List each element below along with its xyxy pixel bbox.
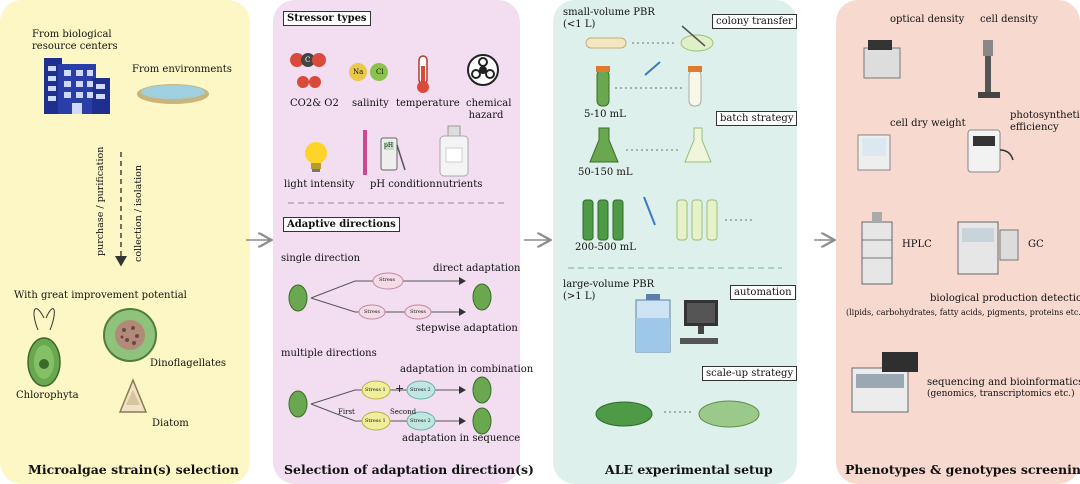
volume-50-150-label: 50-150 mL	[578, 167, 633, 178]
adaptation-combination-label: adaptation in combination	[400, 364, 534, 375]
small-pbr-label-2: (<1 L)	[563, 19, 596, 30]
biohazard-icon	[467, 54, 499, 86]
source-centers-label-1: From biological	[32, 29, 112, 40]
stress-tag-1: Stress	[379, 277, 395, 283]
large-pbr-label-2: (>1 L)	[563, 291, 596, 302]
stress-tag-3: Stress	[410, 309, 426, 315]
potential-label: With great improvement potential	[14, 290, 187, 301]
chlorophyta-label: Chlorophyta	[16, 390, 79, 401]
chemical-label-2: hazard	[468, 110, 504, 121]
panel4-title: Phenotypes & genotypes screening	[845, 462, 1080, 477]
salinity-label: salinity	[352, 98, 389, 109]
adaptation-sequence-label: adaptation in sequence	[402, 433, 521, 444]
ph-meter-icon	[363, 130, 406, 175]
dinoflagellates-icon	[103, 308, 157, 362]
chemical-label-1: chemical	[466, 98, 512, 109]
photobioreactor-icon	[635, 294, 671, 353]
automation-tag: automation	[730, 285, 796, 300]
nacl-icon	[349, 63, 388, 81]
panel1-title: Microalgae strain(s) selection	[28, 462, 239, 477]
optical-density-label: optical density	[890, 14, 965, 25]
stress1-tag-2: Stress 1	[365, 418, 386, 424]
stepwise-adaptation-label: stepwise adaptation	[416, 323, 518, 334]
single-direction-diagram	[288, 272, 492, 320]
lightbulb-icon	[305, 142, 327, 172]
second-label: Second	[390, 408, 417, 416]
cell-dry-weight-label: cell dry weight	[890, 118, 966, 129]
fluorometer-icon	[967, 129, 1014, 173]
microscope-icon	[978, 40, 1000, 98]
source-env-label: From environments	[132, 64, 232, 75]
chlorophyta-icon	[27, 308, 61, 387]
flask-icon	[589, 127, 712, 163]
panel2-title: Selection of adaptation direction(s)	[284, 462, 534, 477]
carbon-label: C	[305, 56, 311, 64]
ph-display-label: pH	[384, 142, 394, 149]
source-centers-label-2: resource centers	[32, 41, 118, 52]
stress-tag-2: Stress	[364, 309, 380, 315]
panel-ale-setup	[553, 0, 797, 484]
collection-label: collection / isolation	[133, 164, 144, 262]
nutrient-bottle-icon	[439, 125, 469, 177]
spectrophotometer-icon	[863, 40, 901, 79]
small-pbr-label-1: small-volume PBR	[563, 7, 655, 18]
dinoflagellates-label: Dinoflagellates	[150, 358, 227, 369]
ph-label: pH condition	[370, 179, 436, 190]
plus-sign: +	[395, 382, 405, 395]
balance-icon	[857, 134, 891, 171]
nutrients-label: nutrients	[436, 179, 483, 190]
gc-icon	[957, 221, 1019, 275]
cl-label: Cl	[376, 68, 384, 76]
gc-label: GC	[1028, 239, 1044, 250]
large-pbr-label-1: large-volume PBR	[563, 279, 655, 290]
purchase-label: purchase / purification	[95, 146, 106, 256]
culture-tubes-icon	[582, 196, 718, 241]
scaleup-strategy-tag: scale-up strategy	[702, 366, 798, 381]
cell-density-label: cell density	[980, 14, 1038, 25]
volume-5-10-label: 5-10 mL	[584, 109, 626, 120]
adaptive-directions-heading: Adaptive directions	[283, 217, 400, 232]
volume-200-500-label: 200-500 mL	[575, 242, 636, 253]
hplc-icon	[861, 212, 893, 285]
sequencing-label: sequencing and bioinformatics	[927, 377, 1080, 388]
direct-adaptation-label: direct adaptation	[433, 263, 521, 274]
light-label: light intensity	[284, 179, 355, 190]
batch-strategy-tag: batch strategy	[716, 111, 798, 126]
sequencer-icon	[851, 352, 918, 413]
colony-transfer-tag: colony transfer	[712, 14, 797, 29]
diatom-icon	[118, 378, 148, 413]
pond-icon	[137, 84, 209, 104]
test-tube-icon	[596, 61, 702, 107]
culture-tray-icon	[595, 400, 760, 428]
stress2-tag-2: Stress 2	[410, 418, 431, 424]
co2-molecule-icon	[290, 53, 326, 88]
stress2-tag-1: Stress 2	[410, 387, 431, 393]
building-icon	[44, 58, 110, 114]
na-label: Na	[353, 68, 364, 76]
computer-icon	[680, 300, 718, 344]
bio-detail-label: (lipids, carbohydrates, fatty acids, pig…	[846, 308, 1080, 317]
multiple-direction-diagram	[288, 376, 492, 435]
photosynthetic-label-2: efficiency	[1010, 122, 1059, 133]
single-direction-label: single direction	[281, 253, 361, 264]
bio-detection-label: biological production detection	[930, 293, 1080, 304]
stress1-tag-1: Stress 1	[365, 387, 386, 393]
co2-label: CO2& O2	[290, 98, 339, 109]
temperature-label: temperature	[396, 98, 460, 109]
multiple-directions-label: multiple directions	[281, 348, 377, 359]
stressor-types-heading: Stressor types	[283, 11, 371, 26]
diatom-label: Diatom	[152, 418, 189, 429]
photosynthetic-label-1: photosynthetic	[1010, 110, 1080, 121]
agar-tube-icon	[585, 37, 627, 49]
petri-dish-icon	[680, 25, 714, 52]
sequencing-detail-label: (genomics, transcriptomics etc.)	[927, 389, 1075, 399]
first-label: First	[338, 408, 355, 416]
hplc-label: HPLC	[902, 239, 932, 250]
panel3-title: ALE experimental setup	[605, 462, 773, 477]
thermometer-icon	[417, 55, 429, 93]
